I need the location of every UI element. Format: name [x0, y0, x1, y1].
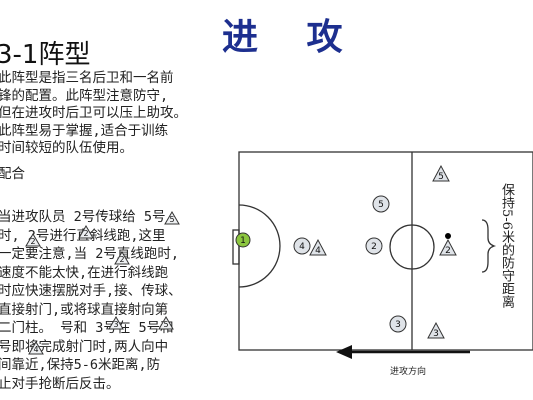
attacker-3: 3 [389, 315, 407, 333]
inline-triangle-2: 2 [25, 233, 41, 247]
page-title: 进 攻 [222, 16, 361, 58]
section-label: 配合 [0, 166, 25, 182]
inline-triangle-3: 3 [108, 316, 124, 330]
attack-direction-label: 进攻方向 [390, 367, 427, 377]
defender-3: 3 [427, 321, 445, 339]
svg-text:4: 4 [299, 242, 305, 252]
center-circle [389, 224, 435, 270]
inline-triangle-5: 5 [164, 211, 180, 225]
attacker-5: 5 [372, 195, 390, 213]
defense-distance-note: 保持5-6米的防守距离 [499, 183, 514, 308]
svg-text:5: 5 [169, 215, 174, 224]
svg-text:5: 5 [438, 172, 444, 182]
svg-text:1: 1 [240, 236, 246, 246]
svg-text:3: 3 [433, 329, 439, 339]
svg-text:5: 5 [378, 200, 384, 210]
inline-triangle-2: 2 [114, 251, 130, 265]
svg-text:4: 4 [315, 246, 321, 256]
formation-heading: 3-1阵型 [0, 40, 91, 70]
goal [232, 229, 240, 265]
goalkeeper-marker: 1 [235, 232, 251, 248]
svg-text:5: 5 [163, 320, 168, 329]
defender-2: 2 [439, 238, 457, 256]
formation-description: 此阵型是指三名后卫和一名前 锋的配置。此阵型注意防守, 但在进攻时后卫可以压上助… [0, 70, 187, 156]
kickoff-ball [445, 233, 451, 239]
svg-text:3: 3 [113, 320, 118, 329]
defender-5: 5 [432, 164, 450, 182]
svg-text:3: 3 [395, 320, 401, 330]
play-description: 当进攻队员 2号传球给 5号 时, 2号进行直斜线跑,这里 一定要注意,当 2号… [0, 209, 182, 392]
svg-text:2: 2 [445, 246, 451, 256]
penalty-arc [238, 204, 281, 288]
svg-text:2: 2 [30, 237, 35, 246]
attacker-2: 2 [365, 237, 383, 255]
inline-triangle-5: 5 [158, 316, 174, 330]
svg-text:2: 2 [119, 255, 124, 264]
side-brace [481, 219, 497, 273]
attack-direction-arrow [336, 345, 470, 359]
svg-text:4: 4 [33, 345, 38, 354]
inline-triangle-4: 4 [28, 341, 44, 355]
svg-text:2: 2 [371, 242, 377, 252]
attacker-4: 4 [293, 237, 311, 255]
inline-triangle-2: 2 [78, 225, 94, 239]
defender-4: 4 [309, 238, 327, 256]
svg-text:2: 2 [83, 229, 88, 238]
